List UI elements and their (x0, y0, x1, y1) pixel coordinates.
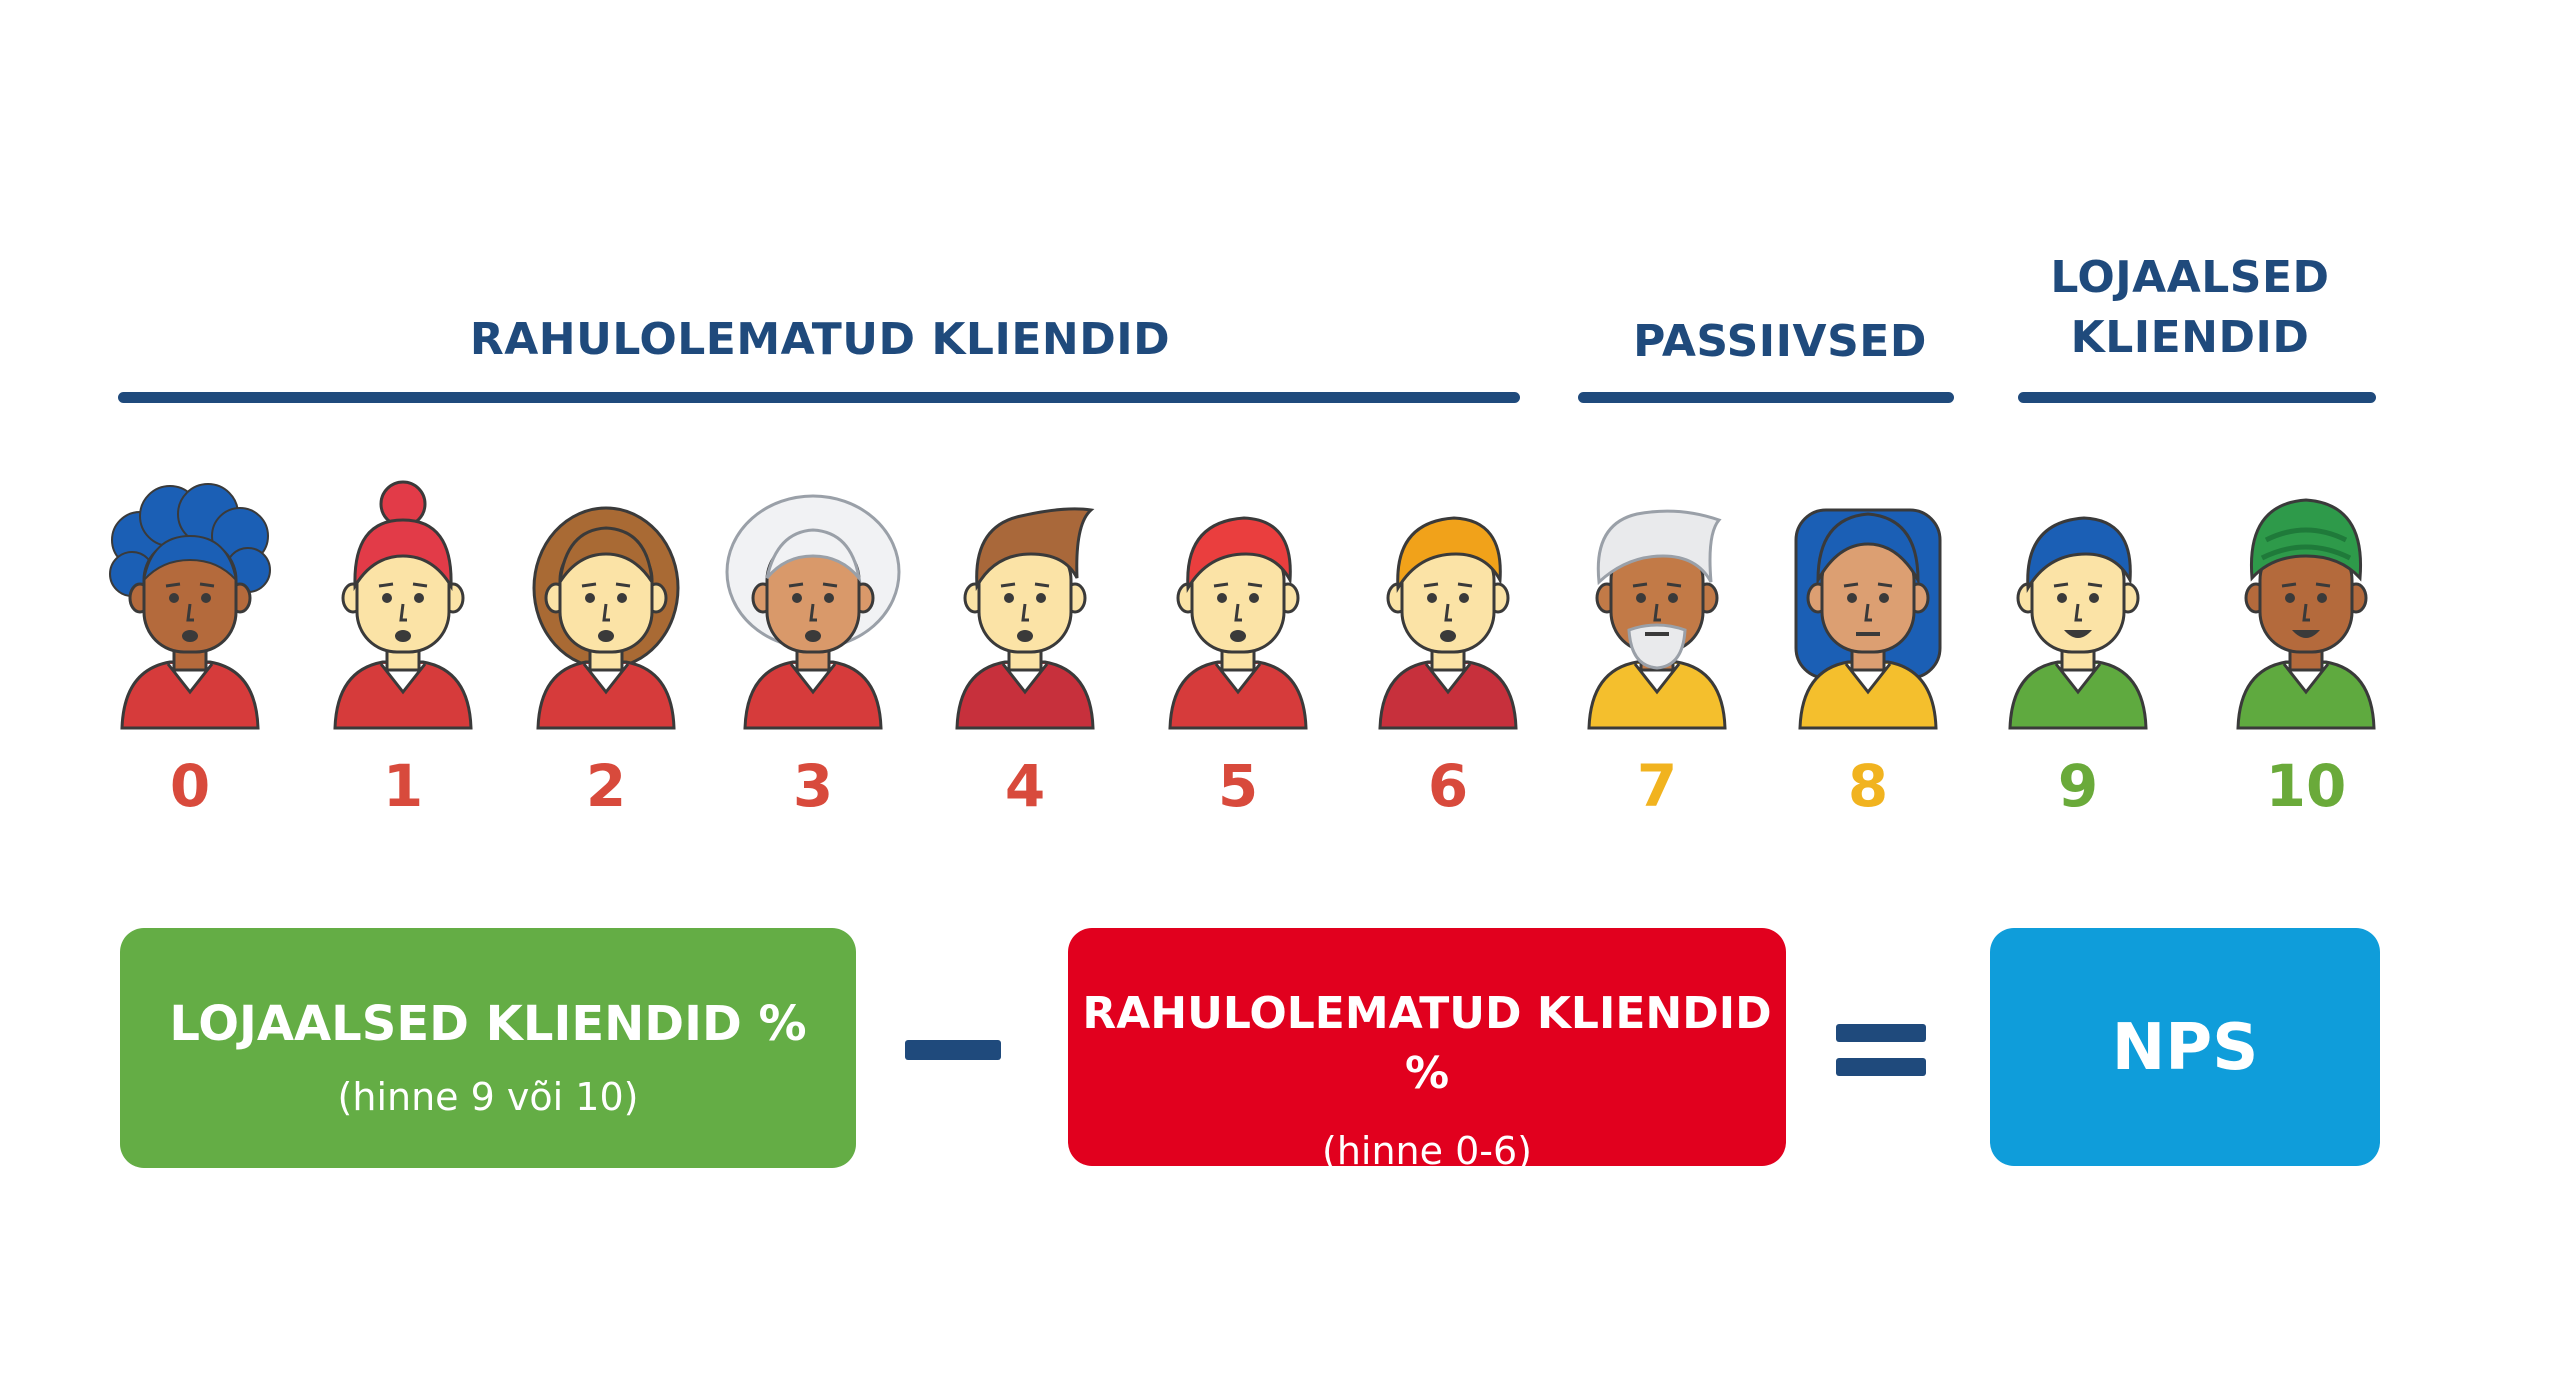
avatar-score-4 (955, 507, 1095, 730)
avatar-score-9 (2008, 516, 2148, 730)
avatar-score-8 (1794, 508, 1942, 730)
promoters-percent-box: LOJAALSED KLIENDID % (hinne 9 või 10) (120, 928, 856, 1168)
avatar-score-1 (333, 480, 473, 730)
nps-result-label: NPS (2111, 1011, 2259, 1085)
score-7: 7 (1636, 752, 1678, 820)
nps-result-box: NPS (1990, 928, 2380, 1166)
equals-bar-top (1836, 1024, 1926, 1042)
avatar-score-2 (532, 506, 680, 730)
detractors-percent-subtitle: (hinne 0-6) (1322, 1129, 1532, 1173)
score-4: 4 (1004, 752, 1046, 820)
group-label-passives: PASSIIVSED (1633, 316, 1927, 367)
group-label-promoters: LOJAALSED KLIENDID (2010, 248, 2370, 368)
score-8: 8 (1847, 752, 1889, 820)
avatar-score-3 (725, 494, 901, 730)
detractors-percent-box: RAHULOLEMATUD KLIENDID % (hinne 0-6) (1068, 928, 1786, 1173)
group-line-passives (1578, 392, 1954, 403)
equals-bar-bottom (1836, 1058, 1926, 1076)
score-0: 0 (169, 752, 211, 820)
score-5: 5 (1217, 752, 1259, 820)
score-3: 3 (792, 752, 834, 820)
avatar-score-5 (1168, 516, 1308, 730)
group-label-promoters-line1: LOJAALSED (2050, 252, 2330, 303)
group-label-detractors: RAHULOLEMATUD KLIENDID (469, 314, 1171, 365)
score-10: 10 (2265, 752, 2347, 820)
avatar-score-10 (2236, 498, 2376, 730)
minus-sign (905, 1040, 1001, 1060)
group-label-promoters-line2: KLIENDID (2070, 312, 2310, 363)
equals-sign (1836, 1024, 1926, 1076)
score-6: 6 (1427, 752, 1469, 820)
promoters-percent-subtitle: (hinne 9 või 10) (337, 1075, 639, 1119)
group-line-promoters (2018, 392, 2376, 403)
minus-bar (905, 1040, 1001, 1060)
score-1: 1 (382, 752, 424, 820)
avatar-score-6 (1378, 516, 1518, 730)
group-line-detractors (118, 392, 1520, 403)
promoters-percent-title: LOJAALSED KLIENDID % (169, 996, 807, 1052)
avatar-score-0 (109, 483, 271, 730)
avatar-score-7 (1587, 509, 1727, 730)
detractors-percent-title: RAHULOLEMATUD KLIENDID % (1082, 988, 1772, 1099)
score-9: 9 (2057, 752, 2099, 820)
score-2: 2 (585, 752, 627, 820)
